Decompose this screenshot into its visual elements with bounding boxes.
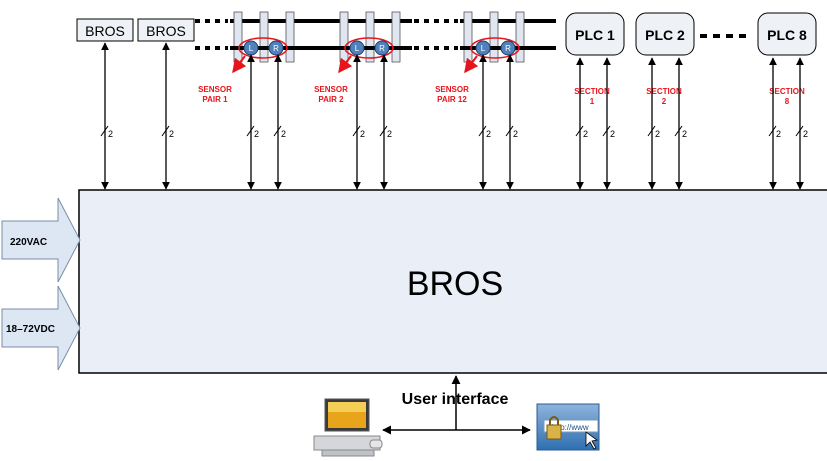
wire-bus-mark [647, 125, 656, 137]
wire-bus-mark [352, 125, 361, 137]
wire-count-label: 2 [610, 129, 615, 139]
sensor-left-label: L [481, 44, 486, 53]
plc-1: PLC 1 SECTION 1 [565, 12, 625, 106]
section-label: 1 [590, 97, 595, 106]
power-label-220vac: 220VAC [10, 237, 47, 248]
section-label: 8 [785, 97, 790, 106]
plc-label: PLC 1 [575, 27, 615, 43]
wire-bus-mark [273, 125, 282, 137]
bros-module-label: BROS [146, 23, 186, 39]
wire-count-label: 2 [682, 129, 687, 139]
plc-label: PLC 8 [767, 27, 807, 43]
computer-icon [313, 398, 383, 457]
sensor-left-label: L [355, 44, 360, 53]
section-label: SECTION [646, 87, 682, 96]
bros-module-label: BROS [85, 23, 125, 39]
section-label: 2 [662, 97, 667, 106]
wire-bus-mark [505, 125, 514, 137]
power-input-dc: 18–72VDC [1, 285, 81, 371]
sensor-right-label: R [505, 44, 511, 53]
wire-count-label: 2 [387, 129, 392, 139]
sensor-pair-2: L R SENSOR PAIR 2 [314, 37, 394, 104]
wire-count-label: 2 [254, 129, 259, 139]
wire-bus-mark [575, 125, 584, 137]
sensor-pair-label: SENSOR [198, 85, 232, 94]
bros-module-2: BROS [137, 18, 195, 42]
sensor-pair-label: PAIR 2 [318, 95, 344, 104]
plc-label: PLC 2 [645, 27, 685, 43]
sensor-pair-label: SENSOR [435, 85, 469, 94]
sensor-right-label: R [379, 44, 385, 53]
bros-module-1: BROS [76, 18, 134, 42]
power-label-dc: 18–72VDC [6, 324, 55, 335]
wire-count-label: 2 [169, 129, 174, 139]
section-label: SECTION [769, 87, 805, 96]
wire-bus-mark [478, 125, 487, 137]
wire-bus-mark [674, 125, 683, 137]
sensor-right-label: R [273, 44, 279, 53]
wire-bus-mark [161, 125, 170, 137]
wire-bus-mark [795, 125, 804, 137]
sensor-left-label: L [249, 44, 254, 53]
section-label: SECTION [574, 87, 610, 96]
plc-2: PLC 2 SECTION 2 [635, 12, 695, 106]
wire-count-label: 2 [486, 129, 491, 139]
wire-count-label: 2 [655, 129, 660, 139]
wire-count-label: 2 [803, 129, 808, 139]
wire-bus-mark [379, 125, 388, 137]
wire-bus-mark [246, 125, 255, 137]
svg-text:http://www: http://www [551, 423, 589, 432]
wire-count-label: 2 [513, 129, 518, 139]
wire-count-label: 2 [360, 129, 365, 139]
wire-bus-mark [602, 125, 611, 137]
main-bros-label: BROS [407, 265, 503, 303]
sensor-pair-12: L R SENSOR PAIR 12 [435, 37, 520, 104]
power-input-220vac: 220VAC [1, 197, 81, 283]
plc-8: PLC 8 SECTION 8 [757, 12, 817, 106]
browser-lock-icon: http://www [536, 403, 600, 451]
wire-count-label: 2 [108, 129, 113, 139]
wire-count-label: 2 [776, 129, 781, 139]
wire-count-label: 2 [583, 129, 588, 139]
wire-bus-mark [768, 125, 777, 137]
connections: 2 2 2 2 2 2 2 2 2 2 2 2 2 2 [100, 42, 808, 190]
sensor-pair-label: PAIR 12 [437, 95, 467, 104]
sensor-pair-label: SENSOR [314, 85, 348, 94]
wire-count-label: 2 [281, 129, 286, 139]
wire-bus-mark [100, 125, 109, 137]
sensor-pair-label: PAIR 1 [202, 95, 228, 104]
main-bros-block [78, 189, 827, 374]
user-interface-label: User interface [402, 391, 509, 408]
